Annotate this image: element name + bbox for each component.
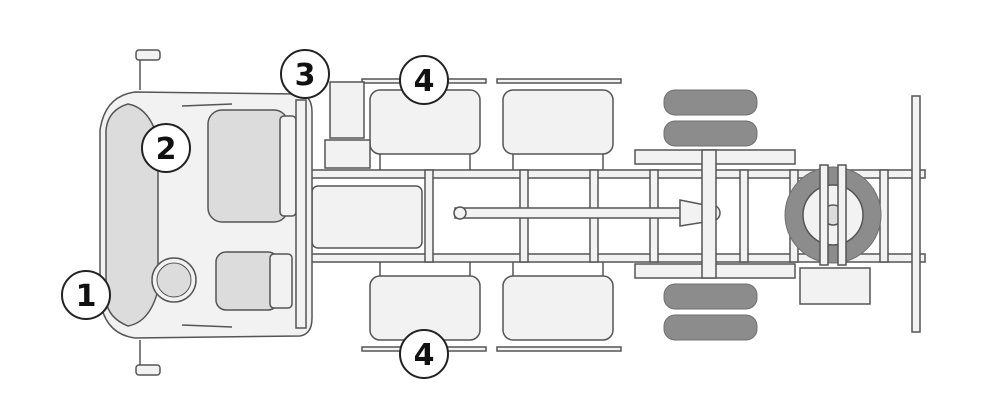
cab (99, 91, 313, 339)
rear-wheels (663, 89, 758, 341)
wheel-lower-outer (663, 314, 758, 341)
callout-label: 2 (156, 132, 177, 167)
wheel-upper-inner (663, 120, 758, 147)
mirror-lower (135, 340, 161, 376)
callout-marker: 3 (280, 49, 330, 99)
rear-bumper-bar (911, 95, 921, 333)
wheel-lower-inner (663, 283, 758, 310)
callout-marker: 4 (399, 55, 449, 105)
cross-member (739, 169, 749, 263)
callout-marker: 4 (399, 329, 449, 379)
battery-box (799, 267, 871, 305)
callout-label: 4 (414, 338, 435, 373)
engine-box (311, 81, 423, 249)
mirror-upper (135, 49, 161, 90)
tank-group-upper (361, 78, 622, 170)
callout-label: 4 (414, 64, 435, 99)
tank (502, 275, 614, 341)
cross-member (424, 169, 434, 263)
tank-group-lower (361, 262, 622, 352)
drive-shaft (453, 199, 721, 227)
spare-wheel (784, 164, 882, 266)
callout-label: 1 (76, 279, 97, 314)
callout-label: 3 (295, 58, 316, 93)
callout-marker: 2 (141, 123, 191, 173)
rear-axle (634, 149, 796, 279)
passenger-seat (215, 251, 279, 311)
driver-seat (207, 109, 289, 223)
wheel-upper-outer (663, 89, 758, 116)
tank (502, 89, 614, 155)
callout-marker: 1 (61, 270, 111, 320)
